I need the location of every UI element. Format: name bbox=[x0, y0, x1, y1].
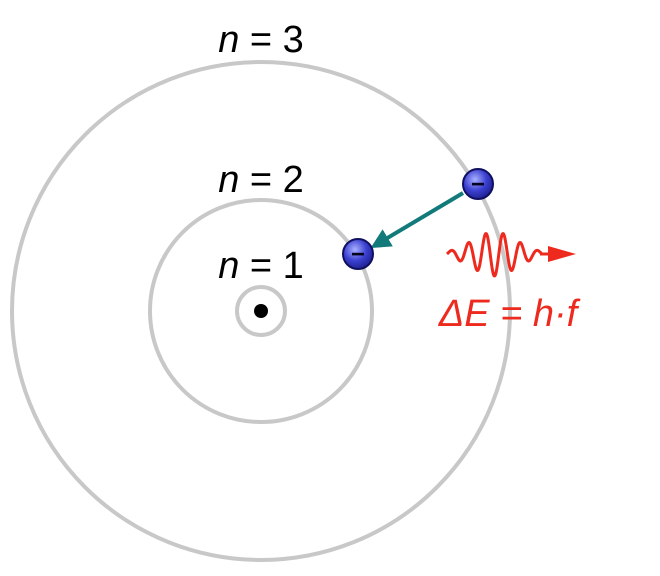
orbit-label-n2-variable: n bbox=[218, 159, 239, 201]
orbit-label-n1-value: 1 bbox=[283, 245, 304, 287]
transition-arrow bbox=[370, 191, 465, 249]
nucleus-dot-icon bbox=[254, 304, 268, 318]
photon-arrow-head bbox=[548, 246, 576, 262]
orbit-n1 bbox=[235, 285, 287, 337]
orbit-label-n2-equals: = bbox=[239, 159, 282, 201]
orbit-label-n1-equals: = bbox=[239, 245, 282, 287]
orbit-label-n1: n = 1 bbox=[218, 245, 304, 287]
photon-energy-equation: ΔE = h·f bbox=[438, 293, 581, 335]
electron-inner-body bbox=[342, 238, 374, 270]
photon-wave bbox=[445, 232, 544, 278]
photon-wave-arrow-icon bbox=[445, 232, 576, 278]
orbit-label-n3-value: 3 bbox=[283, 19, 304, 61]
electron-inner-sign: − bbox=[351, 241, 365, 268]
orbit-n2 bbox=[148, 198, 374, 424]
orbit-label-n2: n = 2 bbox=[218, 159, 304, 201]
orbit-label-n3: n = 3 bbox=[218, 19, 304, 61]
electron-outer: − bbox=[462, 168, 494, 200]
electron-outer-sign: − bbox=[471, 171, 485, 198]
orbit-n3 bbox=[10, 60, 512, 562]
orbit-label-n3-equals: = bbox=[239, 19, 282, 61]
orbit-label-n2-value: 2 bbox=[283, 159, 304, 201]
orbit-label-n3-variable: n bbox=[218, 19, 239, 61]
electron-outer-body bbox=[462, 168, 494, 200]
electron-inner: − bbox=[342, 238, 374, 270]
orbit-label-n1-variable: n bbox=[218, 245, 239, 287]
